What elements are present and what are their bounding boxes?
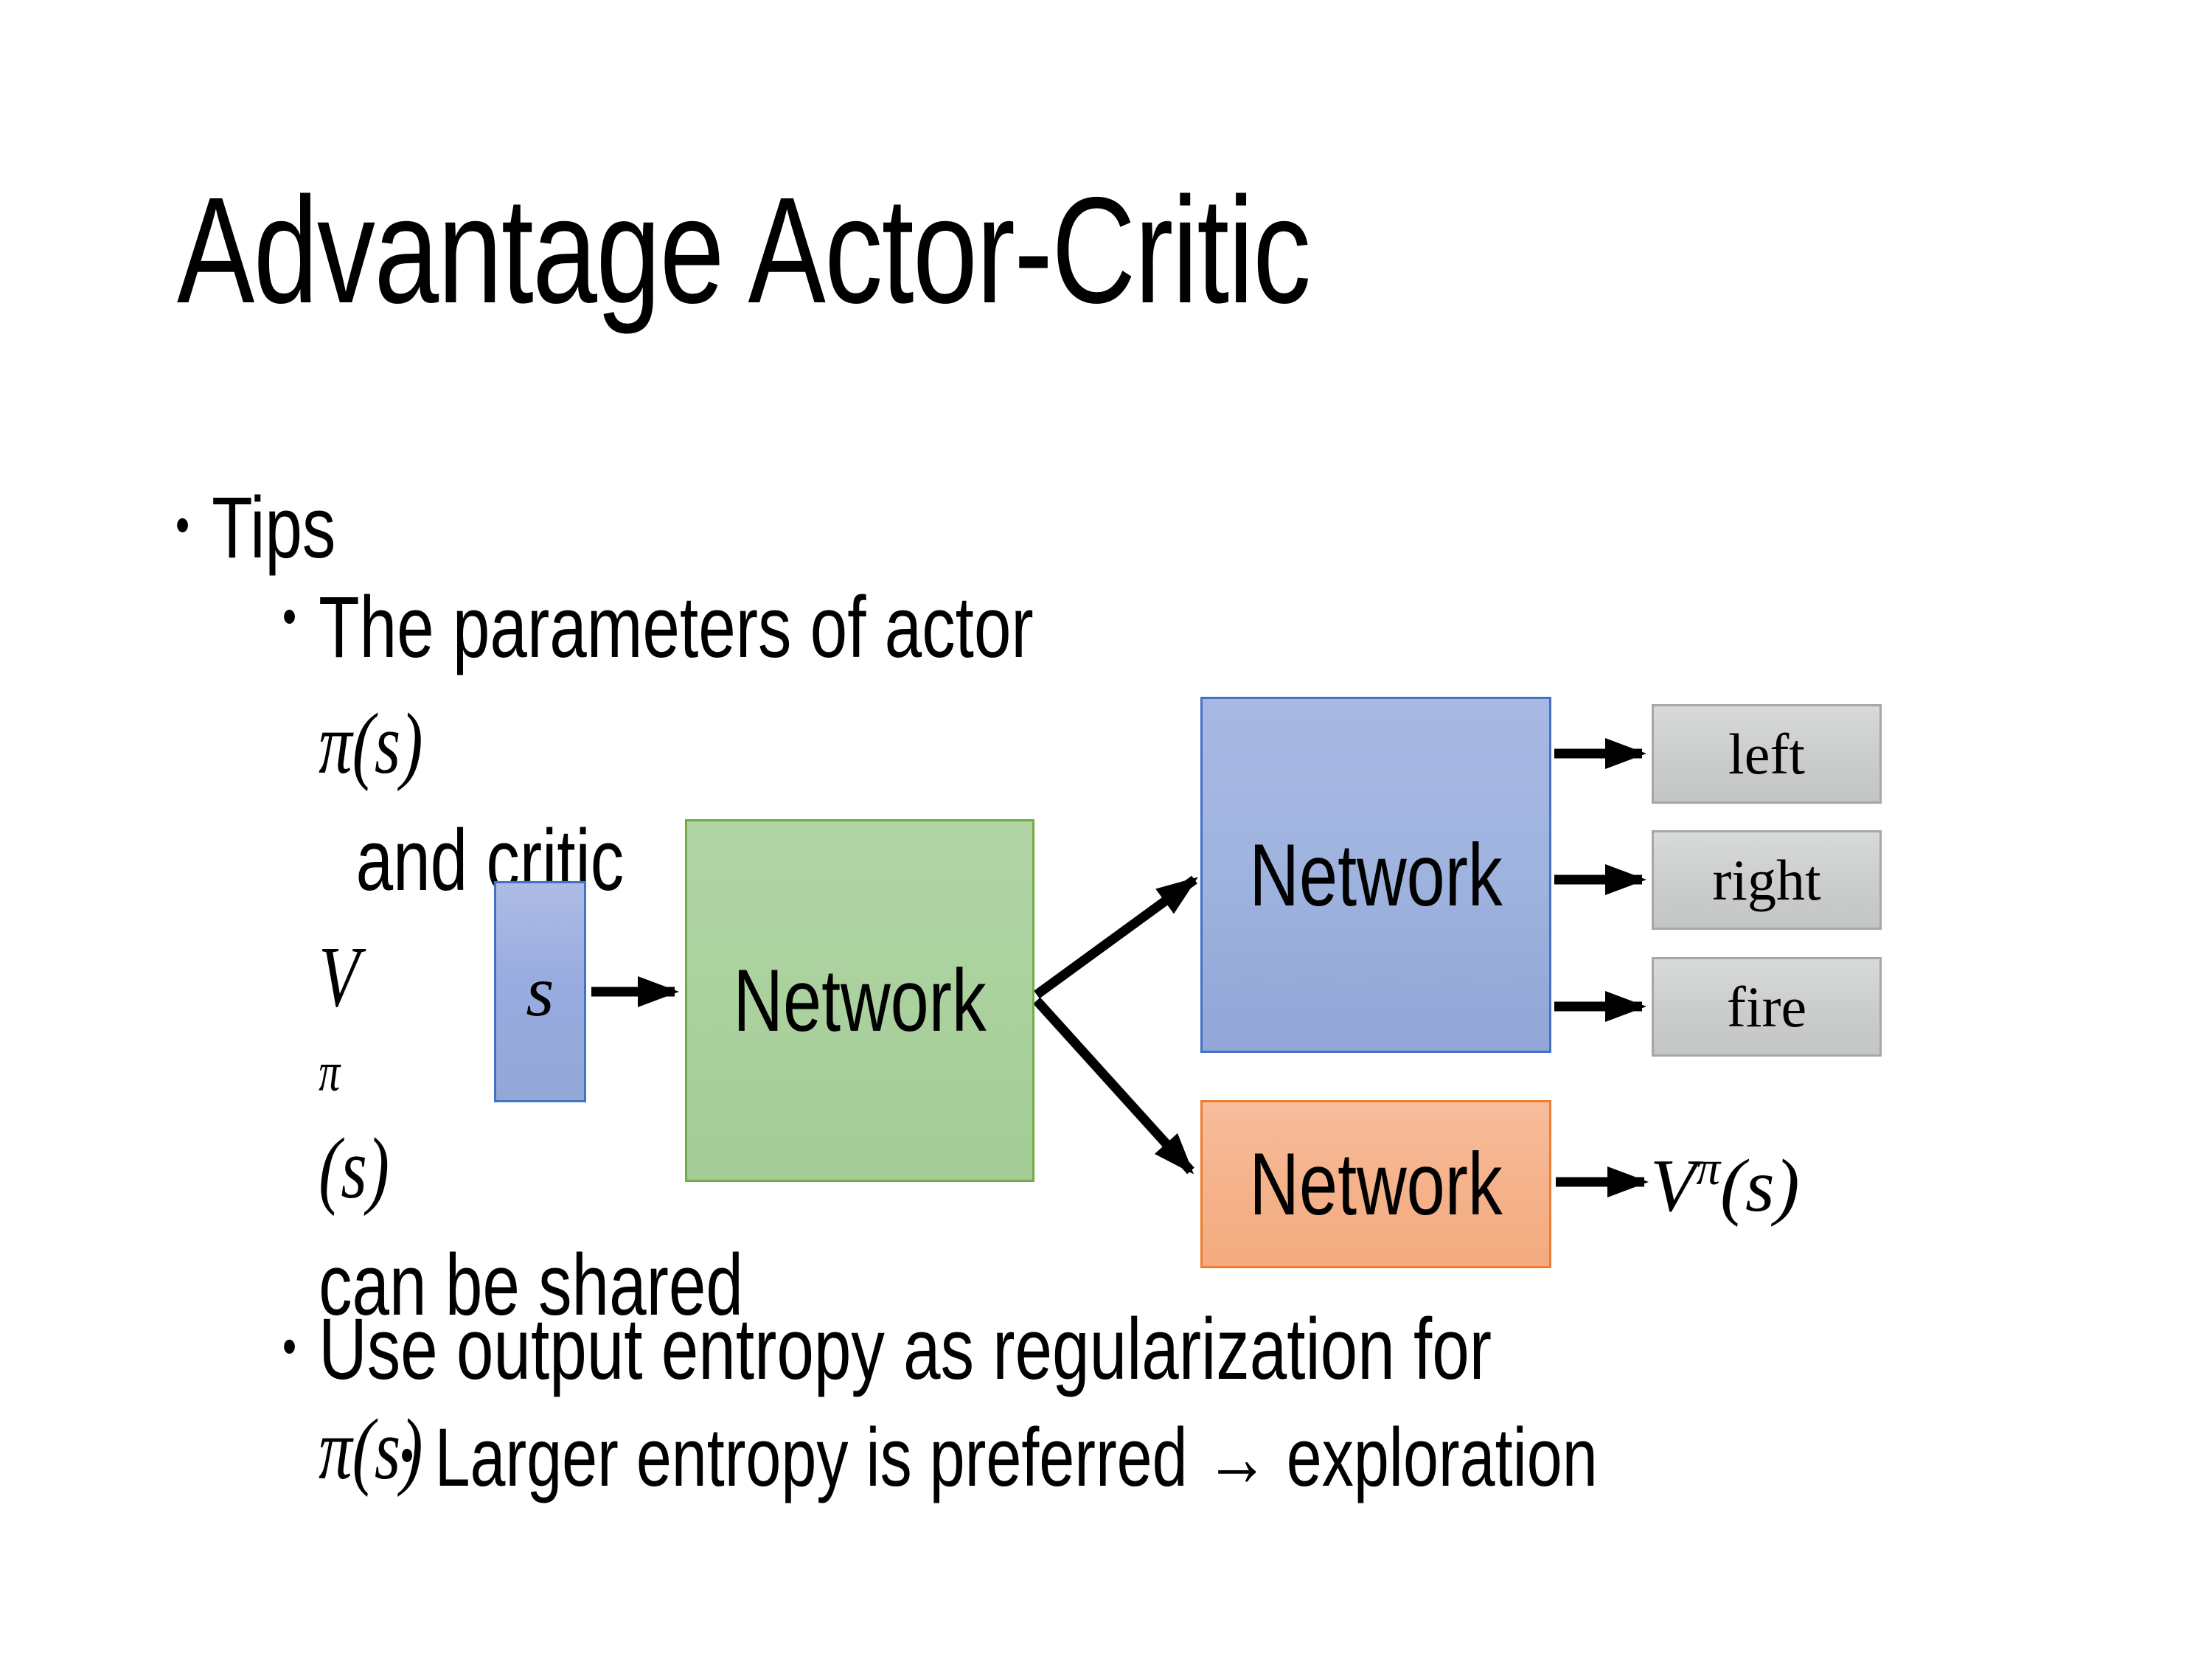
parameters-line1-pre: The parameters of actor	[319, 579, 1034, 676]
value-v-inline: V	[319, 928, 360, 1026]
shared-network-box: Network	[685, 819, 1034, 1182]
shared-network-label: Network	[733, 951, 987, 1050]
actor-network-label: Network	[1249, 825, 1503, 925]
parameters-line1: The parameters of actor π(s) and critic …	[319, 569, 1034, 1227]
actor-network-box: Network	[1200, 697, 1551, 1053]
bullet-exploration: • Larger entropy is preferred → explorat…	[400, 1410, 1598, 1505]
arrow-shared-to-critic	[1033, 997, 1194, 1175]
critic-network-box: Network	[1200, 1100, 1551, 1268]
bullet-dot: •	[400, 1427, 414, 1483]
bullet-entropy: • Use output entropy as regularization f…	[282, 1299, 1492, 1500]
pi-s-inline: π(s)	[319, 695, 423, 793]
pi-s-inline: π(s)	[319, 1401, 423, 1498]
parameters-line2: can be shared	[319, 1236, 743, 1334]
entropy-text-col: Use output entropy as regularization for…	[319, 1299, 1492, 1500]
value-v-sup-inline: π	[319, 1042, 341, 1104]
state-box: s	[494, 881, 586, 1102]
output-label-left: left	[1728, 721, 1805, 786]
output-label-fire: fire	[1726, 974, 1807, 1039]
value-v-arg: (s)	[1720, 1144, 1800, 1228]
exploration-label: Larger entropy is preferred → exploratio…	[434, 1411, 1598, 1503]
exploration-text-col: Larger entropy is preferred → exploratio…	[435, 1410, 1598, 1505]
output-label-right: right	[1712, 847, 1821, 912]
entropy-line: Use output entropy as regularization for…	[319, 1299, 1492, 1500]
bullet-parameters: • The parameters of actor π(s) and criti…	[282, 569, 1034, 1343]
output-box-left: left	[1652, 704, 1882, 804]
state-label: s	[526, 952, 554, 1032]
entropy-line-pre: Use output entropy as regularization for	[319, 1301, 1492, 1398]
value-v: V	[1650, 1144, 1697, 1228]
tips-label: Tips	[212, 479, 336, 577]
value-function-label: Vπ(s)	[1650, 1141, 1800, 1229]
value-v-arg-inline: (s)	[319, 1119, 389, 1217]
output-box-fire: fire	[1652, 957, 1882, 1057]
arrow-shared-to-actor	[1034, 875, 1198, 999]
bullet-dot: •	[282, 588, 297, 647]
parameters-text-col: The parameters of actor π(s) and critic …	[319, 569, 1034, 1343]
tips-text-col: Tips	[212, 478, 335, 578]
bullet-dot: •	[175, 496, 190, 555]
page-title: Advantage Actor-Critic	[177, 166, 1311, 335]
critic-network-label: Network	[1249, 1135, 1503, 1234]
bullet-dot: •	[282, 1318, 297, 1377]
value-v-sup: π	[1696, 1142, 1721, 1195]
output-box-right: right	[1652, 830, 1882, 930]
bullet-tips: • Tips	[175, 478, 335, 578]
